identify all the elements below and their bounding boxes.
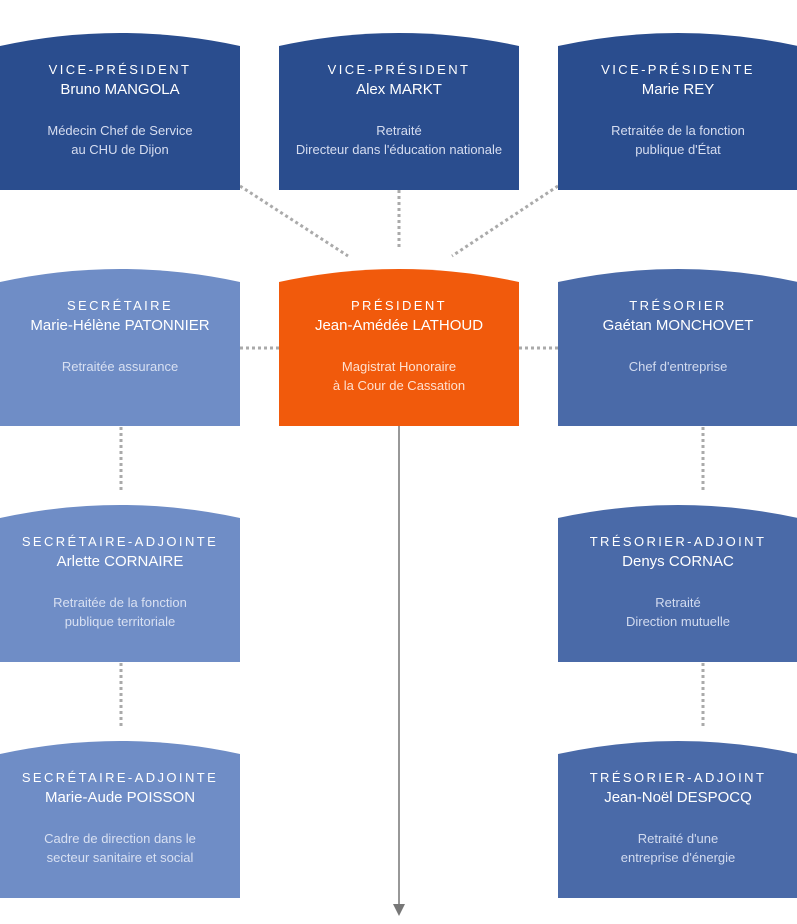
card-shape xyxy=(558,269,797,426)
role-title: SECRÉTAIRE-ADJOINTE xyxy=(21,770,219,785)
role-title: TRÉSORIER-ADJOINT xyxy=(589,770,767,785)
member-name: Bruno MANGOLA xyxy=(60,81,180,98)
member-description: Retraitée de la fonction publique territ… xyxy=(53,595,187,629)
member-description: Médecin Chef de Service au CHU de Dijon xyxy=(47,123,193,157)
member-description: Retraité d'une entreprise d'énergie xyxy=(620,831,736,865)
card-secretaire-adjointe-1: SECRÉTAIRE-ADJOINTE Arlette CORNAIRE Ret… xyxy=(0,502,240,662)
role-title: VICE-PRÉSIDENT xyxy=(327,62,471,77)
role-title: TRÉSORIER-ADJOINT xyxy=(589,534,767,549)
member-description: Retraité Direction mutuelle xyxy=(625,595,731,629)
role-title: VICE-PRÉSIDENT xyxy=(48,62,192,77)
role-title: SECRÉTAIRE xyxy=(66,298,174,313)
member-name: Jean-Noël DESPOCQ xyxy=(604,789,752,806)
connector-vp1-president xyxy=(239,184,349,258)
member-description: Retraitée de la fonction publique d'État xyxy=(611,123,745,157)
role-title: PRÉSIDENT xyxy=(350,298,447,313)
member-description: Magistrat Honoraire à la Cour de Cassati… xyxy=(332,359,466,393)
member-name: Gaétan MONCHOVET xyxy=(602,317,754,334)
member-description: Retraitée assurance xyxy=(61,359,179,374)
card-shape xyxy=(0,33,240,190)
card-tresorier: TRÉSORIER Gaétan MONCHOVET Chef d'entrep… xyxy=(558,266,797,426)
member-name: Alex MARKT xyxy=(356,81,442,98)
role-title: VICE-PRÉSIDENTE xyxy=(601,62,755,77)
role-title: TRÉSORIER xyxy=(629,298,727,313)
member-name: Marie-Aude POISSON xyxy=(44,789,196,806)
connector-vp3-president xyxy=(451,184,559,258)
card-shape xyxy=(0,505,240,662)
member-description: Cadre de direction dans le secteur sanit… xyxy=(44,831,196,865)
card-shape xyxy=(0,269,240,426)
card-secretaire: SECRÉTAIRE Marie-Hélène PATONNIER Retrai… xyxy=(0,266,240,426)
card-president: PRÉSIDENT Jean-Amédée LATHOUD Magistrat … xyxy=(279,266,519,426)
member-description: Retraité Directeur dans l'éducation nati… xyxy=(295,123,503,157)
card-shape xyxy=(279,269,519,426)
member-name: Denys CORNAC xyxy=(622,553,734,570)
card-shape xyxy=(279,33,519,190)
card-shape xyxy=(558,505,797,662)
president-down-arrow-head xyxy=(393,904,405,916)
card-shape xyxy=(0,741,240,898)
member-name: Marie-Hélène PATONNIER xyxy=(30,317,210,334)
member-name: Jean-Amédée LATHOUD xyxy=(314,317,484,334)
card-vice-president-1: VICE-PRÉSIDENT Bruno MANGOLA Médecin Che… xyxy=(0,30,240,190)
card-shape xyxy=(558,741,797,898)
card-tresorier-adjoint-1: TRÉSORIER-ADJOINT Denys CORNAC Retraité … xyxy=(558,502,797,662)
member-name: Arlette CORNAIRE xyxy=(56,553,184,570)
member-name: Marie REY xyxy=(641,81,715,98)
card-vice-presidente-3: VICE-PRÉSIDENTE Marie REY Retraitée de l… xyxy=(558,30,797,190)
role-title: SECRÉTAIRE-ADJOINTE xyxy=(21,534,219,549)
card-shape xyxy=(558,33,797,190)
card-secretaire-adjointe-2: SECRÉTAIRE-ADJOINTE Marie-Aude POISSON C… xyxy=(0,738,240,898)
card-vice-president-2: VICE-PRÉSIDENT Alex MARKT Retraité Direc… xyxy=(279,30,519,190)
member-description: Chef d'entreprise xyxy=(628,359,728,374)
card-tresorier-adjoint-2: TRÉSORIER-ADJOINT Jean-Noël DESPOCQ Retr… xyxy=(558,738,797,898)
